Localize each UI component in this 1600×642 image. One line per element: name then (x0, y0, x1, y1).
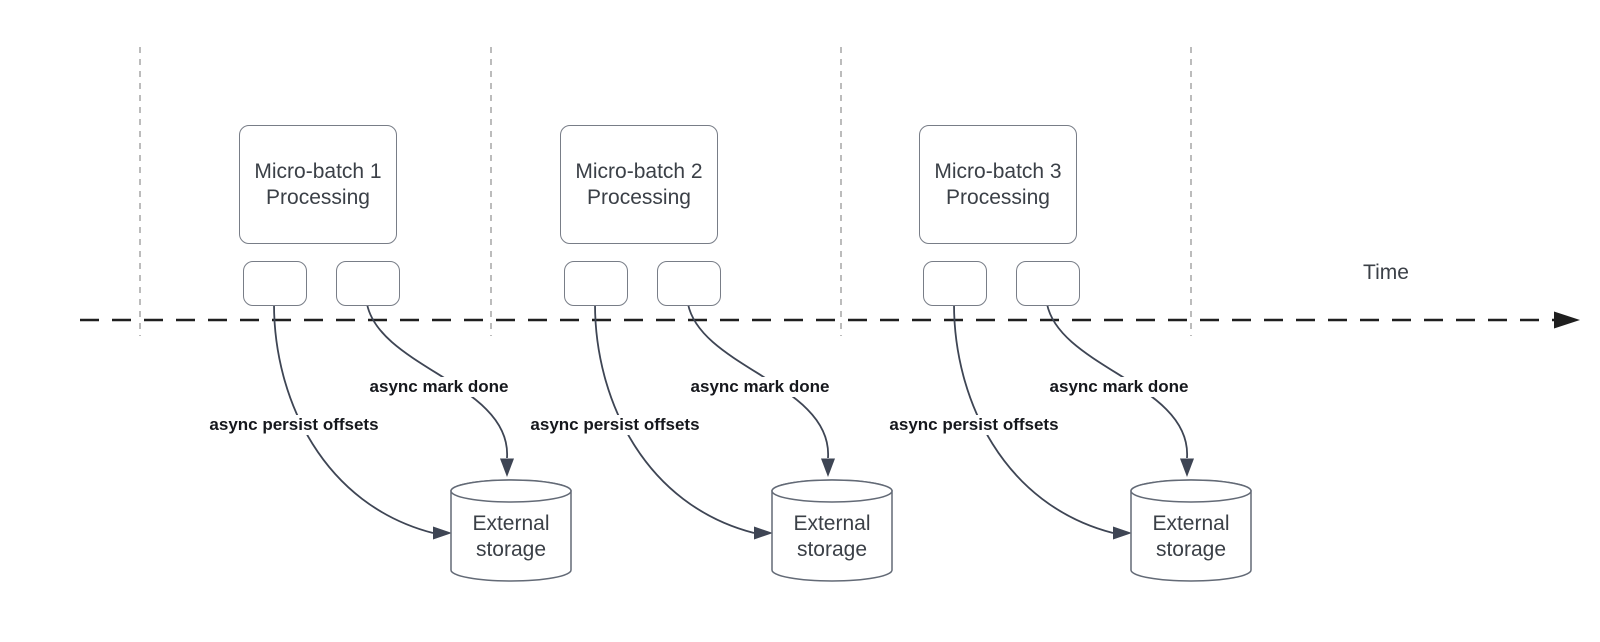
time-axis-label: Time (1363, 261, 1409, 284)
external-storage-label-line1: External (1152, 512, 1230, 535)
external-storage-label: External storage (451, 511, 571, 563)
group-arrow-layer (594, 303, 893, 582)
microbatch-group: Micro-batch 3 Processing async persist o… (864, 0, 1264, 642)
offset-task-box (564, 261, 628, 306)
external-storage-cylinder-top (771, 479, 893, 503)
external-storage-cylinder-top (1130, 479, 1252, 503)
external-storage-label-line1: External (793, 512, 871, 535)
group-arrow-layer (273, 303, 572, 582)
mark-done-label: async mark done (354, 377, 524, 397)
time-axis-arrowhead-icon (1554, 311, 1580, 329)
offset-task-box (243, 261, 307, 306)
processing-box-title-line2: Processing (946, 185, 1050, 209)
mark-done-arrowhead-icon (821, 458, 835, 477)
persist-offsets-arrow (594, 303, 755, 534)
processing-box: Micro-batch 2 Processing (560, 125, 718, 244)
done-task-box (657, 261, 721, 306)
external-storage-label-line2: storage (475, 538, 547, 561)
offset-task-box (923, 261, 987, 306)
microbatch-group: Micro-batch 1 Processing async persist o… (184, 0, 584, 642)
external-storage-label: External storage (772, 511, 892, 563)
processing-box: Micro-batch 1 Processing (239, 125, 397, 244)
done-task-box (1016, 261, 1080, 306)
persist-offsets-label: async persist offsets (515, 415, 715, 435)
persist-offsets-label: async persist offsets (874, 415, 1074, 435)
external-storage-label: External storage (1131, 511, 1251, 563)
mark-done-arrowhead-icon (500, 458, 514, 477)
mark-done-label: async mark done (675, 377, 845, 397)
persist-offsets-arrow (953, 303, 1114, 534)
processing-box: Micro-batch 3 Processing (919, 125, 1077, 244)
processing-box-title-line1: Micro-batch 3 (934, 159, 1062, 183)
persist-offsets-arrow (273, 303, 434, 534)
processing-box-title-line1: Micro-batch 1 (254, 159, 382, 183)
mark-done-arrowhead-icon (1180, 458, 1194, 477)
done-task-box (336, 261, 400, 306)
persist-offsets-label: async persist offsets (194, 415, 394, 435)
processing-box-title-line2: Processing (266, 185, 370, 209)
persist-offsets-arrowhead-icon (1113, 526, 1132, 540)
external-storage-cylinder-top (450, 479, 572, 503)
external-storage-label-line2: storage (796, 538, 868, 561)
group-arrow-layer (953, 303, 1252, 582)
microbatch-group: Micro-batch 2 Processing async persist o… (505, 0, 905, 642)
external-storage-label-line1: External (472, 512, 550, 535)
external-storage-label-line2: storage (1155, 538, 1227, 561)
mark-done-label: async mark done (1034, 377, 1204, 397)
persist-offsets-arrowhead-icon (433, 526, 452, 540)
persist-offsets-arrowhead-icon (754, 526, 773, 540)
processing-box-title-line1: Micro-batch 2 (575, 159, 703, 183)
processing-box-title-line2: Processing (587, 185, 691, 209)
